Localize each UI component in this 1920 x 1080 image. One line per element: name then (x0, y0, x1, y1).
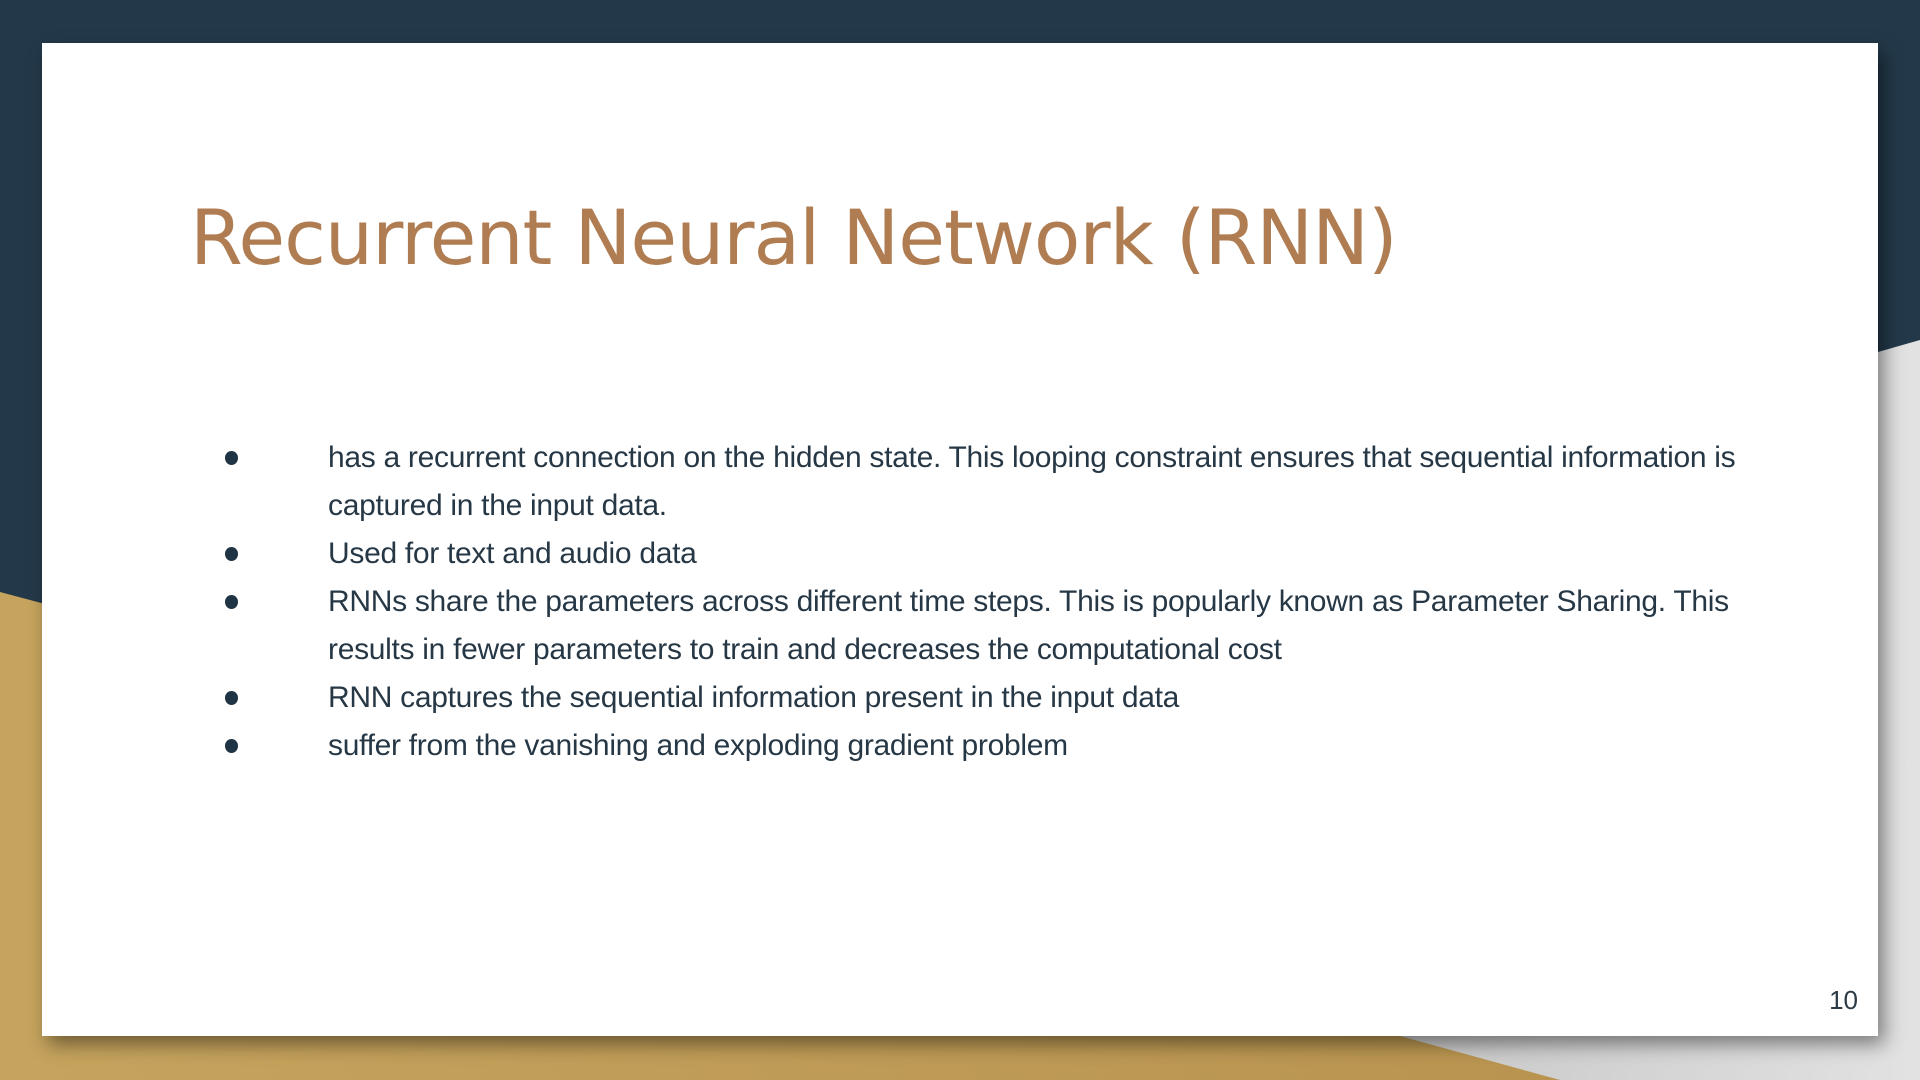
bullet-item: Used for text and audio data (218, 530, 1798, 578)
bullet-dot-icon (225, 547, 238, 561)
bullet-dot-icon (225, 739, 238, 753)
bullet-list: has a recurrent connection on the hidden… (218, 434, 1798, 770)
bullet-text: suffer from the vanishing and exploding … (328, 729, 1068, 762)
bullet-dot-icon (225, 691, 238, 705)
bullet-text: has a recurrent connection on the hidden… (328, 441, 1736, 522)
bullet-item: has a recurrent connection on the hidden… (218, 434, 1798, 530)
bullet-dot-icon (225, 451, 238, 465)
bullet-item: RNN captures the sequential information … (218, 674, 1798, 722)
slide-canvas: Recurrent Neural Network (RNN) has a rec… (42, 43, 1878, 1036)
bullet-item: RNNs share the parameters across differe… (218, 578, 1798, 674)
slide-title: Recurrent Neural Network (RNN) (190, 193, 1398, 282)
page-number: 10 (1829, 985, 1858, 1015)
bullet-text: Used for text and audio data (328, 537, 697, 570)
bullet-item: suffer from the vanishing and exploding … (218, 722, 1798, 770)
bullet-dot-icon (225, 595, 238, 609)
bullet-text: RNN captures the sequential information … (328, 681, 1180, 714)
bullet-text: RNNs share the parameters across differe… (328, 585, 1729, 666)
